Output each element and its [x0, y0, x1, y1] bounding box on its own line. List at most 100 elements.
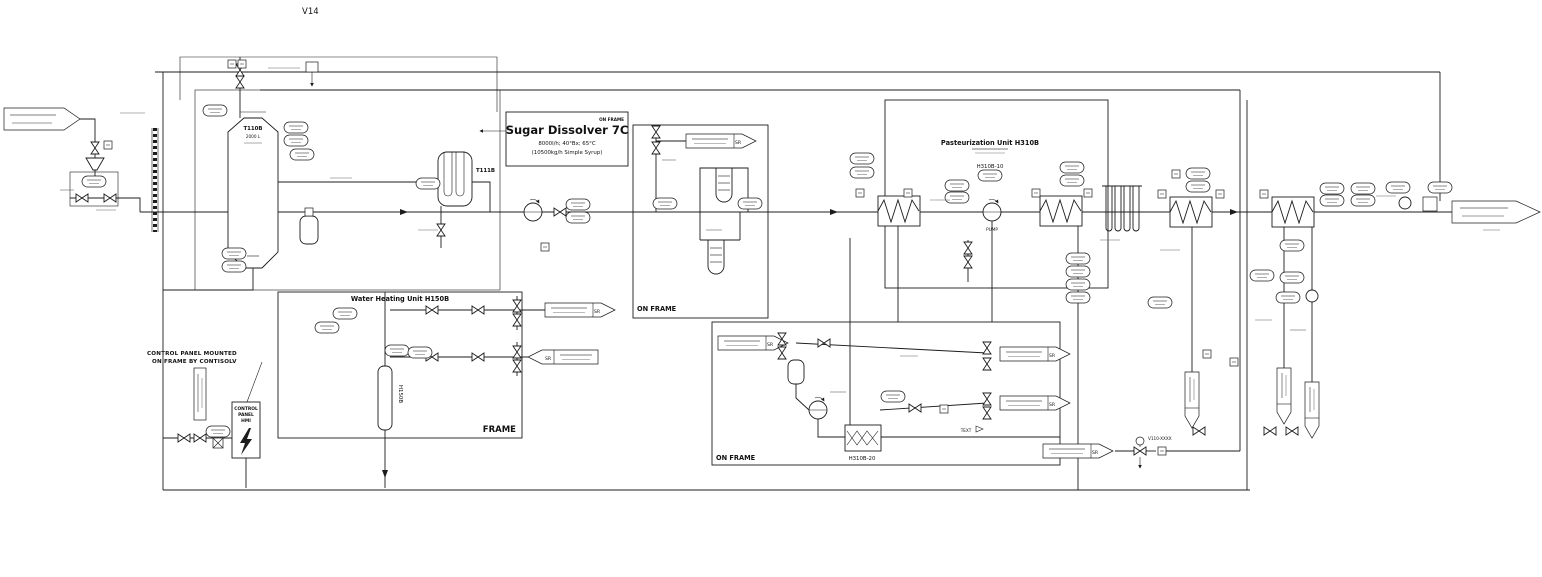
plate-heat-exchanger-1 — [877, 195, 921, 227]
instrument-bubble — [407, 346, 433, 359]
revision-label: V14 — [302, 7, 319, 17]
flag-cooling-down-3 — [1304, 381, 1320, 439]
sr-tag: SR — [1049, 353, 1056, 359]
square-tags — [103, 59, 1438, 414]
pasteurization-title: Pasteurization Unit H310B — [941, 139, 1039, 147]
flag-hot-water-return: SR — [527, 349, 599, 365]
sugar-hopper — [85, 157, 105, 171]
plate-heat-exchanger-2 — [1039, 195, 1083, 227]
hmi-label-3: HMI — [241, 418, 251, 424]
title-block-sugar-dissolver: ON FRAME Sugar Dissolver 7C 8000l/h; 40°… — [479, 111, 629, 167]
instrument-bubble — [1185, 180, 1211, 193]
inline-filter-1 — [715, 167, 733, 203]
flag-cooling-down-2 — [1276, 367, 1292, 425]
water-heater-column-tag: H150B — [397, 385, 403, 403]
sugar-dissolver-syrup: (10500kg/h Simple Syrup) — [532, 150, 603, 156]
text-placeholder: TEXT — [960, 425, 984, 433]
h310b-20-box — [711, 321, 1061, 466]
pasteurization-unit-box — [884, 99, 1109, 289]
instrument-bubble — [1385, 181, 1411, 194]
pipe-routing — [70, 57, 1452, 491]
instrument-bubble — [221, 247, 247, 260]
hmi-label-2: PANEL — [238, 412, 254, 418]
instrument-bubble — [221, 260, 247, 273]
inline-filter-2 — [707, 239, 725, 275]
instrument-bubble — [1279, 239, 1305, 252]
dissolving-tank-t110b: T110B 2000 L — [227, 111, 279, 269]
instrument-bubble — [289, 148, 315, 161]
placeholder-label: TEXT — [960, 428, 972, 433]
sr-tag: SR — [594, 309, 601, 315]
hmi-label-1: CONTROL — [234, 406, 258, 412]
dissolver-pump — [524, 199, 542, 221]
tag-box — [1215, 189, 1225, 199]
area-boxes — [179, 56, 1109, 466]
instrument-bubble — [1350, 194, 1376, 207]
instrument-bubble — [415, 177, 441, 190]
water-heating-frame-label: FRAME — [483, 425, 516, 435]
tag-box — [903, 188, 913, 198]
small-pump-1 — [1398, 196, 1412, 210]
wall-hatch — [151, 128, 159, 232]
instrument-bubble — [1319, 194, 1345, 207]
instrument-bubble — [1350, 182, 1376, 195]
tag-box — [1031, 188, 1041, 198]
feeder-box — [69, 171, 119, 207]
instrument-bubble — [977, 169, 1003, 182]
hot-water-pump — [809, 397, 827, 419]
sr-tag: SR — [1092, 450, 1099, 456]
instrument-bubble — [314, 321, 340, 334]
tag-box — [1229, 357, 1239, 367]
tag-box — [237, 59, 247, 69]
instrument-bubble — [849, 152, 875, 165]
flag-steam-out: SR — [999, 346, 1071, 362]
tag-box — [1202, 349, 1212, 359]
instrument-bubble — [332, 307, 358, 320]
sr-tag: SR — [1049, 402, 1056, 408]
water-heating-unit-box — [277, 291, 523, 439]
panel-tag-plate — [193, 367, 207, 421]
water-heating-title: Water Heating Unit H150B — [351, 295, 449, 303]
tag-box — [1171, 169, 1181, 179]
flag-filter-feed: SR — [685, 133, 757, 149]
instrument-bubble — [944, 179, 970, 192]
tag-box — [939, 404, 949, 414]
control-panel-note-2: ON FRAME BY CONTISOLV — [152, 359, 237, 365]
instrument-bubble — [737, 197, 763, 210]
tubular-heat-exchanger-h310b20 — [844, 424, 882, 452]
instrument-bubble — [283, 134, 309, 147]
tag-box — [1157, 189, 1167, 199]
sr-tag: SR — [545, 356, 552, 362]
solenoid-box — [1157, 446, 1167, 456]
dissolver-column-t111b: T111B — [437, 151, 495, 207]
instrument-bubble — [1065, 278, 1091, 291]
instrument-bubble — [1147, 296, 1173, 309]
sugar-dissolver-title: Sugar Dissolver 7C — [506, 123, 629, 137]
power-bolt-icon — [240, 428, 252, 455]
junction-box — [212, 437, 224, 449]
instrument-bubble — [202, 104, 228, 117]
instrument-bubble — [565, 211, 591, 224]
flag-hot-water-out: SR — [544, 302, 616, 318]
instrument-bubble — [849, 166, 875, 179]
dissolver-column-tag: T111B — [476, 168, 495, 174]
instrument-bubble — [1059, 174, 1085, 187]
plate-heat-exchanger-3 — [1169, 196, 1213, 228]
control-panel-note-1: CONTROL PANEL MOUNTED — [147, 351, 237, 357]
instrument-bubble — [1275, 291, 1301, 304]
micro-labels — [60, 67, 1500, 393]
holding-tube-bank — [1102, 185, 1142, 232]
tag-box — [855, 188, 865, 198]
on-frame-note: ON FRAME — [599, 117, 624, 122]
instrument-bubble — [1185, 167, 1211, 180]
instrument-bubble — [1427, 181, 1453, 194]
valve-station-tag: V110-XXXX — [1148, 436, 1172, 441]
sugar-inlet — [3, 107, 119, 207]
tag-box — [227, 59, 237, 69]
flag-condensate-out: SR — [999, 395, 1071, 411]
filter-unit-box — [632, 124, 769, 319]
instrument-bubble — [283, 121, 309, 134]
flag-product-outlet — [1451, 200, 1541, 224]
